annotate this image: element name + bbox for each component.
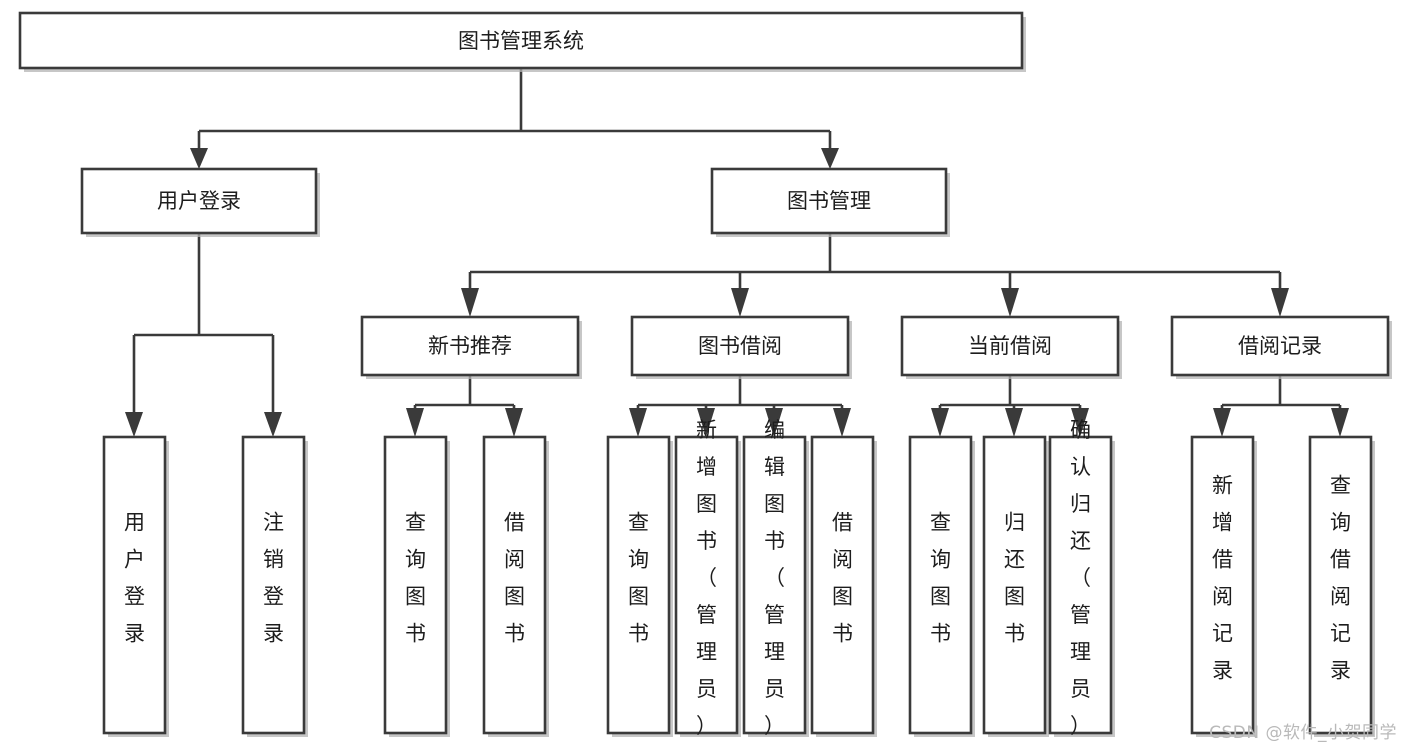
arrowhead-leaf-query-book-3 [931,408,949,437]
leaf-borrow-book-2[interactable]: 借阅图书 [810,435,877,737]
leaf-borrow-book-1-box [482,435,547,735]
connector-layer [125,68,1349,437]
arrowhead-leaf-borrow-book-2 [833,408,851,437]
leaf-add-record[interactable]: 新增借阅记录 [1190,435,1257,737]
leaf-query-book-3[interactable]: 查询图书 [908,435,975,737]
leaf-add-book-box [674,435,739,735]
leaf-user-login[interactable]: 用户登录 [102,435,169,737]
leaf-confirm-return-label: 确认归还（管理员） [1070,418,1091,738]
leaf-logout-box [241,435,306,735]
leaf-add-record-box [1190,435,1255,735]
book-manage-box [710,167,948,235]
leaf-add-book[interactable]: 新增图书（管理员） [674,418,741,738]
arrowhead-leaf-add-record [1213,408,1231,437]
arrowhead-current-borrow [1001,288,1019,317]
arrowhead-leaf-user-login [125,412,143,437]
leaf-edit-book[interactable]: 编辑图书（管理员） [742,418,809,738]
leaf-logout-label: 注销登录 [263,511,284,646]
root-label: 图书管理系统 [458,29,584,53]
leaf-query-book-3-label: 查询图书 [930,511,951,646]
arrowhead-leaf-add-book [697,408,715,437]
leaf-query-book-2[interactable]: 查询图书 [606,435,673,737]
node-book-manage[interactable]: 图书管理 [710,167,950,237]
node-book-borrow[interactable]: 图书借阅 [630,315,852,379]
leaf-edit-book-label: 编辑图书（管理员） [764,418,785,738]
new-book-rec-box [360,315,580,377]
arrowhead-leaf-logout [264,412,282,437]
leaf-user-login-box [102,435,167,735]
leaf-query-record[interactable]: 查询借阅记录 [1308,435,1375,737]
leaf-return-book-box [982,435,1047,735]
current-borrow-box [900,315,1120,377]
leaf-borrow-book-2-label: 借阅图书 [832,511,853,646]
leaf-confirm-return-box [1048,435,1113,735]
leaf-borrow-book-2-box [810,435,875,735]
arrowhead-book-borrow [731,288,749,317]
leaf-query-book-2-label: 查询图书 [628,511,649,646]
arrowhead-leaf-confirm-return [1071,408,1089,437]
leaf-node-layer: 用户登录 注销登录 查询图书 借阅图书 查询图书 新增图书（管理员） 编辑图书（管理员） 借阅… [102,418,1375,738]
edge-newbook-to-leaves [413,375,516,414]
leaf-confirm-return[interactable]: 确认归还（管理员） [1048,418,1115,738]
leaf-borrow-book-1[interactable]: 借阅图书 [482,435,549,737]
edge-borrowrecord-to-leaves [1220,375,1342,414]
edge-bookborrow-to-leaves [636,375,844,414]
leaf-query-record-box [1308,435,1373,735]
node-current-borrow[interactable]: 当前借阅 [900,315,1122,379]
node-new-book-rec[interactable]: 新书推荐 [360,315,582,379]
leaf-borrow-book-1-label: 借阅图书 [504,511,525,646]
edge-userlogin-to-bus [132,233,275,420]
user-login-box [80,167,318,235]
edge-bookmanage-to-bus [468,233,1282,292]
leaf-return-book[interactable]: 归还图书 [982,435,1049,737]
node-user-login[interactable]: 用户登录 [80,167,320,237]
leaf-query-record-label: 查询借阅记录 [1330,474,1351,683]
node-layer: 图书管理系统 用户登录 图书管理 新书推荐 [18,11,1392,738]
arrowhead-user-login [190,148,208,169]
arrowhead-leaf-edit-book [765,408,783,437]
arrowhead-leaf-borrow-book-1 [505,408,523,437]
leaf-query-book-1-box [383,435,448,735]
leaf-add-record-label: 新增借阅记录 [1212,474,1233,683]
user-login-label: 用户登录 [157,189,241,213]
book-borrow-box [630,315,850,377]
leaf-query-book-1[interactable]: 查询图书 [383,435,450,737]
watermark-text: CSDN @软件_小贺同学 [1209,723,1397,743]
leaf-logout[interactable]: 注销登录 [241,435,308,737]
edge-root-to-bus [197,68,832,155]
arrowhead-leaf-query-book-1 [406,408,424,437]
new-book-rec-label: 新书推荐 [428,334,512,358]
borrow-record-label: 借阅记录 [1238,334,1322,358]
leaf-edit-book-box [742,435,807,735]
arrowhead-borrow-record [1271,288,1289,317]
arrowhead-book-manage [821,148,839,169]
node-root[interactable]: 图书管理系统 [18,11,1026,72]
leaf-query-book-1-label: 查询图书 [405,511,426,646]
node-borrow-record[interactable]: 借阅记录 [1170,315,1392,379]
arrowhead-new-book-rec [461,288,479,317]
leaf-return-book-label: 归还图书 [1004,511,1025,646]
root-box [18,11,1024,70]
leaf-query-book-3-box [908,435,973,735]
book-borrow-label: 图书借阅 [698,334,782,358]
leaf-user-login-label: 用户登录 [124,511,145,646]
arrowhead-leaf-query-record [1331,408,1349,437]
leaf-query-book-2-box [606,435,671,735]
leaf-add-book-label: 新增图书（管理员） [696,418,717,738]
borrow-record-box [1170,315,1390,377]
book-manage-label: 图书管理 [787,189,871,213]
arrowhead-leaf-query-book-2 [629,408,647,437]
current-borrow-label: 当前借阅 [968,334,1052,358]
arrowhead-leaf-return-book [1005,408,1023,437]
